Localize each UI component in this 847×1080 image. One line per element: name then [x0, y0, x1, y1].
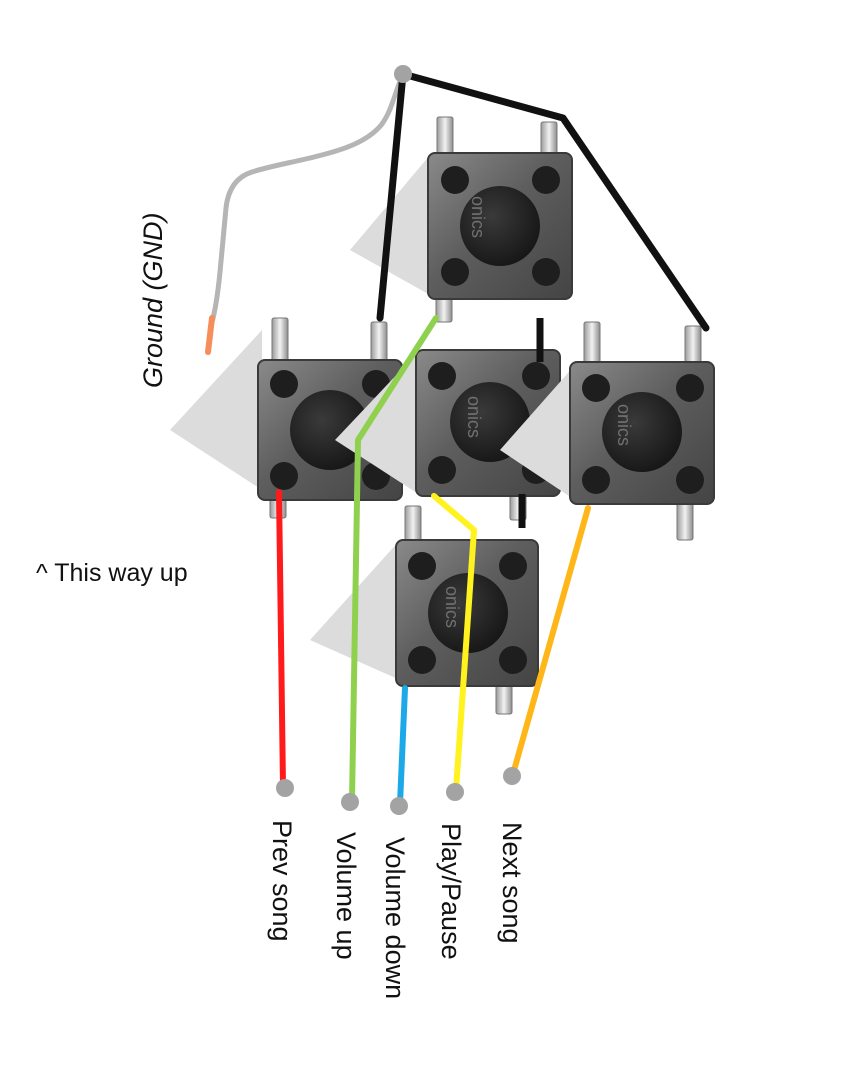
wire-volume-up — [349, 315, 439, 803]
switch-center-marking: onics — [464, 396, 484, 438]
switch-right-shadow — [500, 365, 575, 500]
ground-lead-tip — [205, 315, 215, 355]
switch-left-corner — [270, 462, 298, 490]
switch-top-corner — [441, 258, 469, 286]
switch-top-corner — [532, 258, 560, 286]
label-play-pause: Play/Pause — [436, 823, 466, 960]
switch-bottom-corner — [499, 552, 527, 580]
wire-play-pause — [431, 493, 477, 793]
ground-wire — [376, 70, 407, 322]
ground-lead-wire — [209, 71, 406, 325]
switch-center-shadow — [335, 350, 420, 495]
switch-left-pin — [370, 321, 388, 365]
terminal-dot-volume-down — [390, 797, 408, 815]
switch-left — [170, 317, 403, 519]
switch-right-corner — [676, 466, 704, 494]
terminal-dot-play-pause — [446, 783, 464, 801]
switch-center-corner — [428, 362, 456, 390]
switch-center-corner — [522, 362, 550, 390]
wire-next-song — [510, 505, 591, 777]
switch-bottom: onics — [310, 505, 539, 715]
switch-top-pin — [436, 116, 454, 158]
switch-left-corner — [270, 370, 298, 398]
wire-volume-down — [397, 685, 408, 807]
switch-top-corner — [441, 166, 469, 194]
label-prev-song: Prev song — [267, 820, 297, 942]
ground-junction-dot — [394, 65, 412, 83]
switch-right-corner — [582, 374, 610, 402]
wire-prev-song — [276, 489, 286, 789]
switch-top-button — [460, 186, 540, 266]
switch-bottom-marking: onics — [442, 586, 462, 628]
orientation-note: ^ This way up — [36, 559, 188, 587]
switch-right-marking: onics — [614, 404, 634, 446]
switch-left-shadow — [170, 330, 262, 490]
switch-left-button — [290, 390, 370, 470]
label-next-song: Next song — [497, 822, 527, 944]
ground-label: Ground (GND) — [138, 212, 168, 388]
ground-wire — [399, 70, 710, 332]
terminal-dot-prev-song — [276, 779, 294, 797]
switch-bottom-corner — [408, 552, 436, 580]
switch-bottom-corner — [408, 646, 436, 674]
switch-right-corner — [582, 466, 610, 494]
switch-bottom-corner — [499, 646, 527, 674]
label-volume-down: Volume down — [380, 837, 410, 999]
switch-left-pin — [271, 317, 289, 365]
switch-center-corner — [428, 456, 456, 484]
switch-right-corner — [676, 374, 704, 402]
terminal-dot-volume-up — [341, 793, 359, 811]
switch-top: onics — [350, 116, 573, 323]
switch-right-button — [602, 392, 682, 472]
switch-top-corner — [532, 166, 560, 194]
switch-right: onics — [500, 321, 715, 541]
label-volume-up: Volume up — [331, 832, 361, 960]
switch-top-marking: onics — [468, 196, 488, 238]
terminal-dot-next-song — [503, 767, 521, 785]
switch-right-pin — [676, 499, 694, 541]
